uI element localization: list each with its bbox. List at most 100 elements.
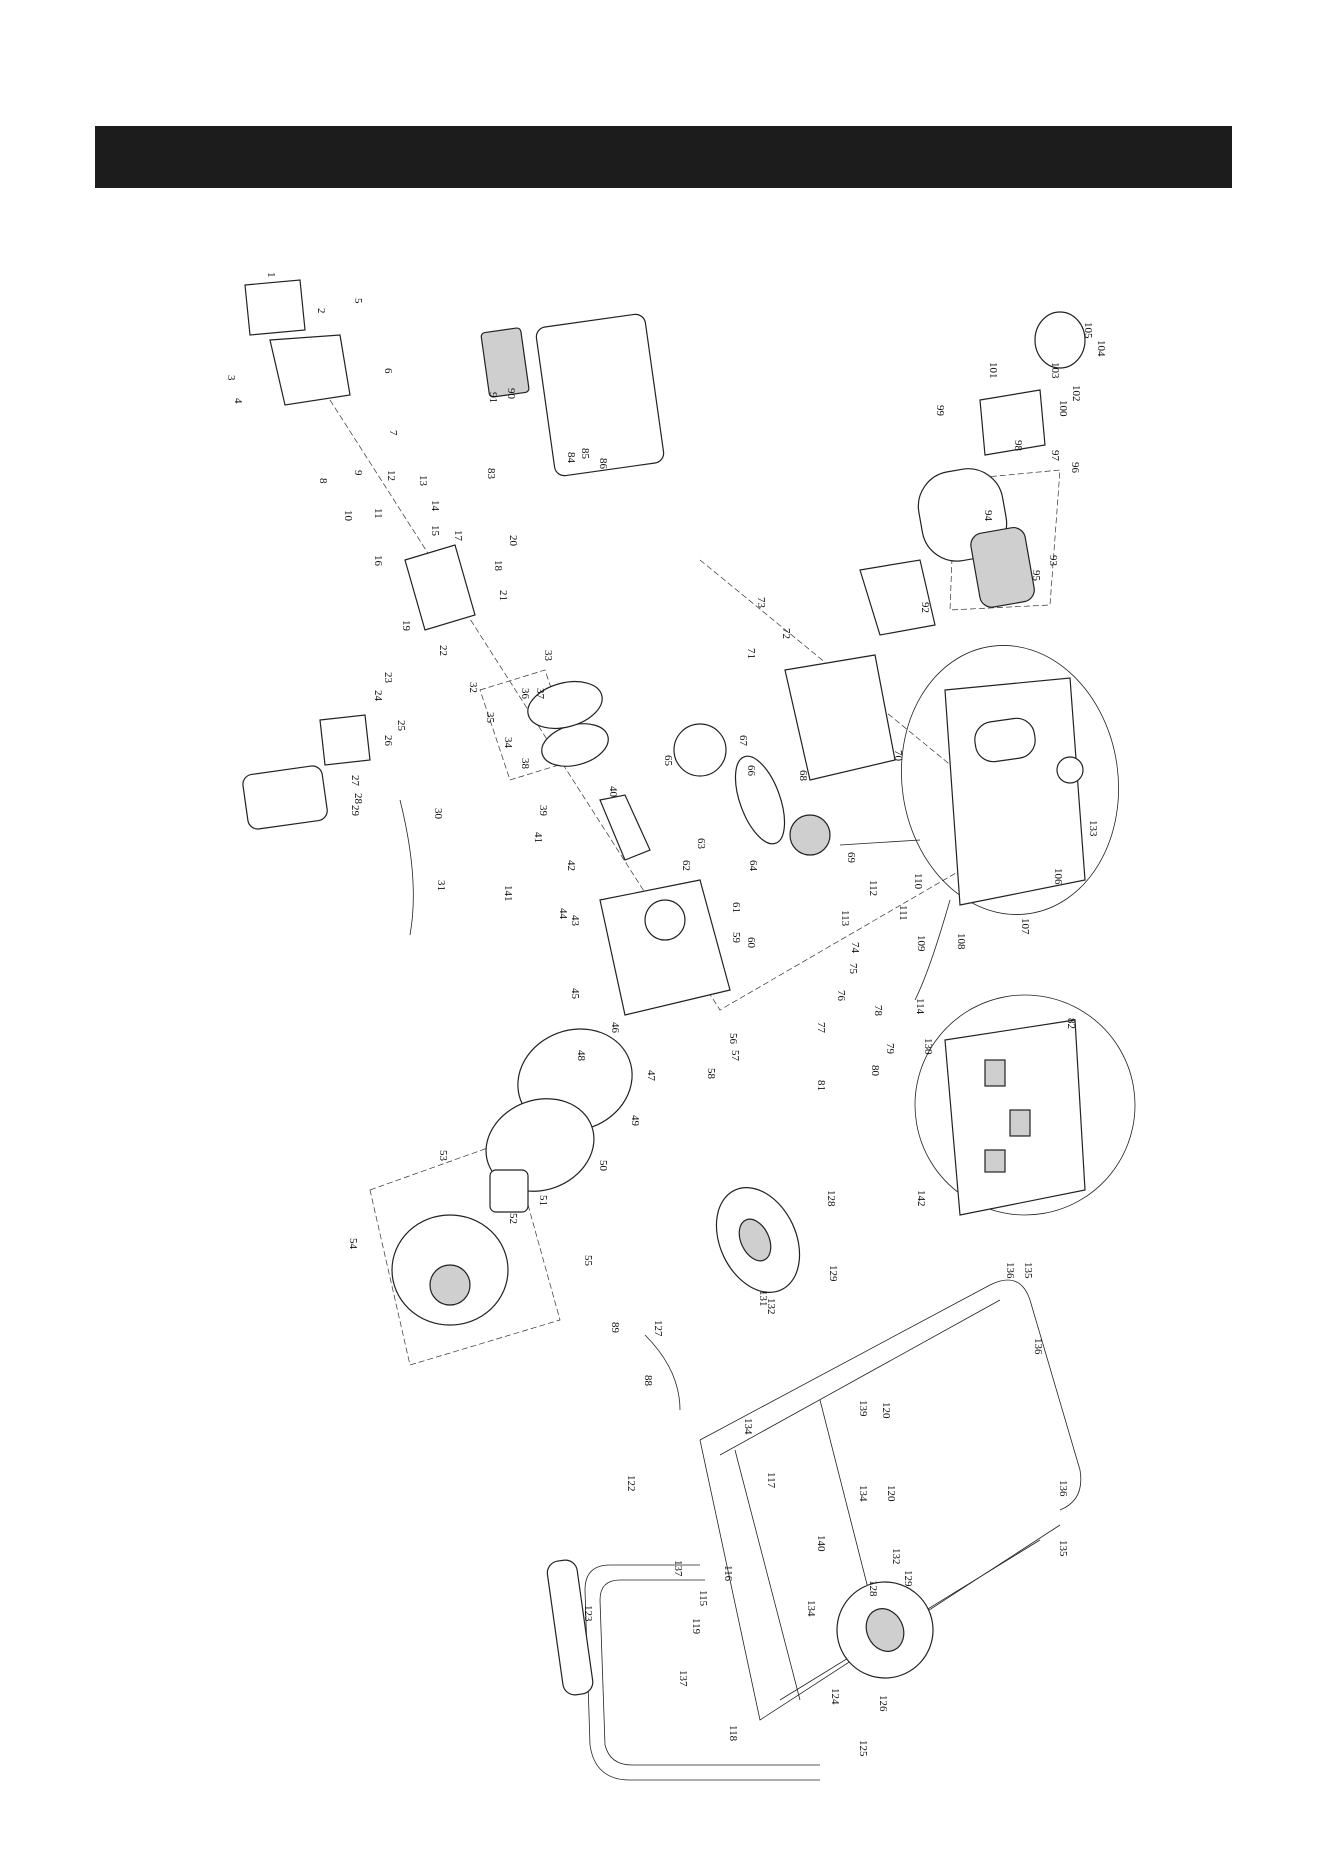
callout-50: 50 bbox=[597, 1160, 609, 1172]
callout-66: 66 bbox=[745, 765, 757, 777]
callout-85: 85 bbox=[579, 448, 591, 460]
muffler bbox=[535, 313, 665, 477]
callout-36: 36 bbox=[519, 688, 531, 700]
callout-65: 65 bbox=[662, 755, 674, 767]
engine-block bbox=[599, 879, 731, 1016]
callout-60: 60 bbox=[745, 937, 757, 949]
callout-82: 82 bbox=[1065, 1018, 1077, 1029]
callout-9: 9 bbox=[352, 470, 364, 476]
starter-cup bbox=[489, 1169, 529, 1213]
callout-47: 47 bbox=[645, 1070, 657, 1082]
fuel-tank-window bbox=[974, 717, 1036, 763]
frame-side-rail bbox=[699, 1439, 1061, 1721]
ground-wire bbox=[644, 1334, 681, 1411]
callout-54: 54 bbox=[347, 1238, 359, 1250]
end-cover bbox=[979, 389, 1046, 456]
handle-grip bbox=[546, 1559, 594, 1696]
callout-16: 16 bbox=[372, 555, 384, 567]
callout-labels: 1 2 3 4 5 6 7 8 9 10 11 12 13 14 15 16 1… bbox=[225, 272, 1107, 1757]
callout-120: 120 bbox=[880, 1402, 892, 1419]
callout-124: 125 bbox=[857, 1740, 869, 1757]
callout-128b: 129 bbox=[902, 1570, 914, 1587]
callout-93: 93 bbox=[1047, 555, 1059, 567]
callout-127: 128 bbox=[825, 1190, 837, 1207]
callout-40: 40 bbox=[607, 786, 619, 798]
callout-107: 107 bbox=[1019, 918, 1031, 935]
callout-130: 131 bbox=[757, 1290, 769, 1307]
callout-106: 106 bbox=[1052, 868, 1064, 885]
rocker-box bbox=[269, 334, 351, 406]
callout-24: 24 bbox=[372, 690, 384, 702]
callout-21: 21 bbox=[497, 590, 509, 601]
callout-135: 136 bbox=[1004, 1262, 1016, 1279]
frame-handle bbox=[584, 1564, 820, 1781]
callout-111: 111 bbox=[897, 905, 909, 921]
header-bar bbox=[95, 126, 1232, 188]
callout-86: 86 bbox=[597, 458, 609, 470]
callout-141: 142 bbox=[915, 1190, 927, 1207]
callout-30: 30 bbox=[432, 808, 444, 820]
assembly-boundary-recoil bbox=[369, 1139, 561, 1366]
callout-120b: 120 bbox=[885, 1485, 897, 1502]
connecting-rod bbox=[599, 794, 651, 861]
callout-67: 67 bbox=[737, 735, 749, 747]
callout-109: 109 bbox=[915, 935, 927, 952]
callout-96: 96 bbox=[1069, 462, 1081, 474]
callout-126: 127 bbox=[652, 1320, 664, 1337]
callout-35: 35 bbox=[484, 712, 496, 724]
callout-32: 32 bbox=[467, 682, 479, 693]
callout-92: 92 bbox=[919, 602, 931, 613]
callout-68: 68 bbox=[797, 770, 809, 782]
callout-31: 31 bbox=[435, 880, 447, 891]
piston-rings bbox=[527, 680, 603, 730]
callout-33: 33 bbox=[542, 650, 554, 662]
callout-71: 71 bbox=[745, 648, 757, 659]
callout-53: 53 bbox=[437, 1150, 449, 1162]
callout-101: 101 bbox=[987, 362, 999, 379]
outlet-1 bbox=[984, 1059, 1006, 1087]
callout-122: 123 bbox=[582, 1605, 594, 1622]
callout-125: 126 bbox=[877, 1695, 889, 1712]
callout-17: 17 bbox=[452, 530, 464, 542]
callout-131: 132 bbox=[765, 1298, 777, 1315]
callout-99: 99 bbox=[934, 405, 946, 417]
callout-64: 64 bbox=[747, 860, 759, 872]
callout-133: 134 bbox=[742, 1418, 754, 1435]
callout-102: 102 bbox=[1070, 385, 1082, 402]
callout-98: 98 bbox=[1012, 440, 1024, 452]
fuel-line bbox=[399, 799, 414, 936]
callout-112: 112 bbox=[867, 880, 879, 896]
callout-28: 28 bbox=[352, 793, 364, 805]
callout-76: 76 bbox=[835, 990, 847, 1002]
callout-20: 20 bbox=[507, 535, 519, 547]
callout-69: 69 bbox=[845, 852, 857, 864]
air-filter-box bbox=[242, 765, 328, 830]
callout-113: 113 bbox=[839, 910, 851, 927]
callout-23: 23 bbox=[382, 672, 394, 684]
callout-77: 77 bbox=[815, 1022, 827, 1034]
callout-78: 78 bbox=[872, 1005, 884, 1017]
callout-51: 51 bbox=[537, 1195, 549, 1206]
callout-132: 133 bbox=[1087, 820, 1099, 837]
outlet-2 bbox=[1009, 1109, 1031, 1137]
callout-127b: 128 bbox=[867, 1580, 879, 1597]
callout-115: 115 bbox=[697, 1590, 709, 1607]
callout-10: 10 bbox=[342, 510, 354, 522]
callout-3: 3 bbox=[225, 375, 237, 381]
callout-83: 83 bbox=[485, 468, 497, 480]
fuel-cap bbox=[1056, 756, 1084, 784]
callout-73: 73 bbox=[755, 597, 767, 609]
callout-38: 38 bbox=[519, 758, 531, 770]
frame-top-rail bbox=[699, 1279, 1082, 1511]
callout-136: 137 bbox=[672, 1560, 684, 1577]
callout-104: 104 bbox=[1095, 340, 1107, 357]
callout-57: 57 bbox=[729, 1050, 741, 1062]
wheel-top-hub bbox=[738, 1218, 772, 1262]
callout-103: 103 bbox=[1049, 362, 1061, 379]
callout-22: 22 bbox=[437, 645, 449, 656]
callout-13: 13 bbox=[417, 475, 429, 487]
callout-121: 122 bbox=[625, 1475, 637, 1492]
callout-49: 49 bbox=[629, 1115, 641, 1127]
frame-base bbox=[734, 1449, 801, 1701]
